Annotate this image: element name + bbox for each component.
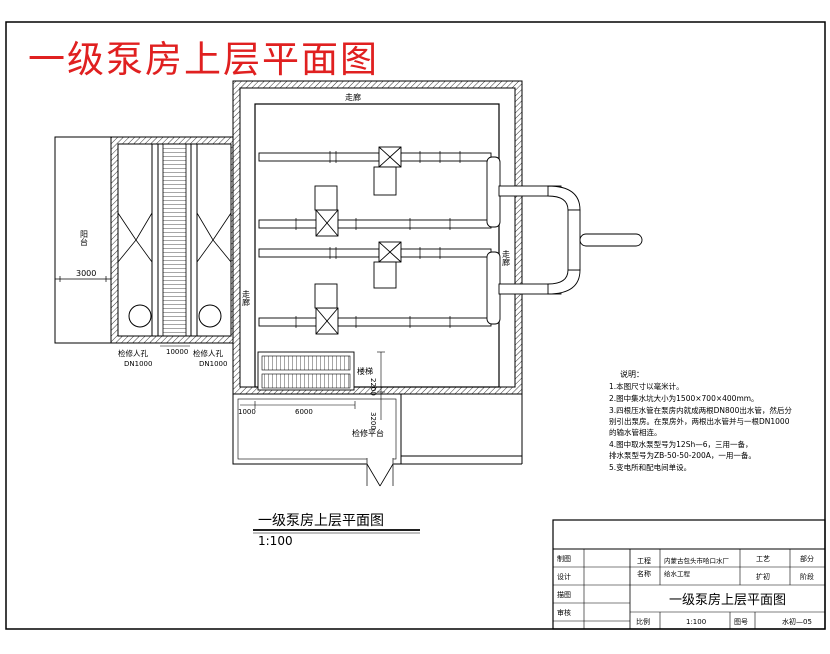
label-terrace: 阳台	[80, 230, 89, 247]
manhole-left	[128, 304, 152, 328]
tb-sheet-title: 一级泵房上层平面图	[669, 592, 786, 608]
tb-project-value2: 给水工程	[664, 569, 691, 578]
tb-stage: 阶段	[800, 572, 814, 581]
label-corridor-top: 走廊	[345, 92, 361, 102]
pipe-system	[258, 146, 643, 335]
tb-scale-value: 1:100	[686, 618, 706, 626]
terrace-area: 阳台 3000	[54, 136, 112, 344]
tb-scale-label: 比例	[636, 617, 650, 626]
note-line: 的输水管相连。	[609, 427, 662, 437]
note-line: 别引出泵房。在泵房外，两根出水管并与一根DN1000	[609, 416, 790, 426]
stair-block: 楼梯	[257, 351, 373, 391]
page-title-red: 一级泵房上层平面图	[28, 38, 379, 81]
label-corridor-left: 走廊	[242, 290, 251, 307]
dim-10000: 10000	[166, 348, 188, 356]
label-hole-left: 检修人孔	[118, 348, 148, 358]
tb-row-trace: 描图	[557, 590, 571, 599]
tb-part: 部分	[800, 554, 814, 563]
note-line: 排水泵型号为ZB-50-50-200A，一用一备。	[609, 450, 756, 460]
tb-row-design: 设计	[557, 572, 571, 581]
note-line: 1.本图尺寸以毫米计。	[609, 381, 684, 391]
tb-project-label2: 名称	[637, 569, 651, 578]
title-block	[552, 519, 826, 630]
tb-number-label: 图号	[734, 618, 748, 626]
dim-6000: 6000	[295, 408, 313, 416]
notes-heading: 说明：	[620, 369, 644, 379]
label-maintenance-platform: 检修平台	[352, 428, 384, 438]
dim-2200: 2200	[369, 378, 377, 396]
label-corridor-right: 走廊	[502, 250, 511, 267]
label-hole-right-size: DN1000	[199, 360, 227, 368]
manhole-right	[198, 304, 222, 328]
tb-craft: 工艺	[756, 555, 770, 563]
drawing-scale: 1:100	[258, 534, 293, 548]
drawing-title: 一级泵房上层平面图	[258, 513, 384, 529]
tb-number-value: 水初—05	[782, 617, 812, 626]
label-stairs: 楼梯	[357, 366, 373, 376]
label-hole-right: 检修人孔	[193, 348, 223, 358]
dimension-lines	[240, 351, 385, 420]
tb-project-value: 内蒙古包头市哈口水厂	[664, 556, 730, 565]
dim-3000-left: 3000	[76, 269, 96, 278]
note-line: 2.图中集水坑大小为1500×700×400mm。	[609, 393, 759, 403]
note-line: 5.变电所和配电间单设。	[609, 462, 691, 472]
dim-1000: 1000	[238, 408, 256, 416]
maintenance-platform: 检修平台	[232, 393, 523, 487]
notes-block: 说明： 1.本图尺寸以毫米计。 2.图中集水坑大小为1500×700×400mm…	[609, 369, 792, 472]
tb-project-label: 工程	[637, 556, 651, 565]
note-line: 4.图中取水泵型号为12Sh—6，三用一备，	[609, 439, 752, 449]
tb-row-draw: 制图	[557, 554, 571, 563]
drawing-border	[5, 21, 826, 630]
dim-3200: 3200	[369, 412, 377, 430]
left-building	[110, 136, 234, 344]
label-hole-left-size: DN1000	[124, 360, 152, 368]
note-line: 3.四根压水管在泵房内就成两根DN800出水管，然后分	[609, 405, 792, 415]
main-building	[232, 80, 523, 395]
tb-row-review: 审核	[557, 608, 571, 617]
tb-expand: 扩初	[756, 572, 770, 581]
